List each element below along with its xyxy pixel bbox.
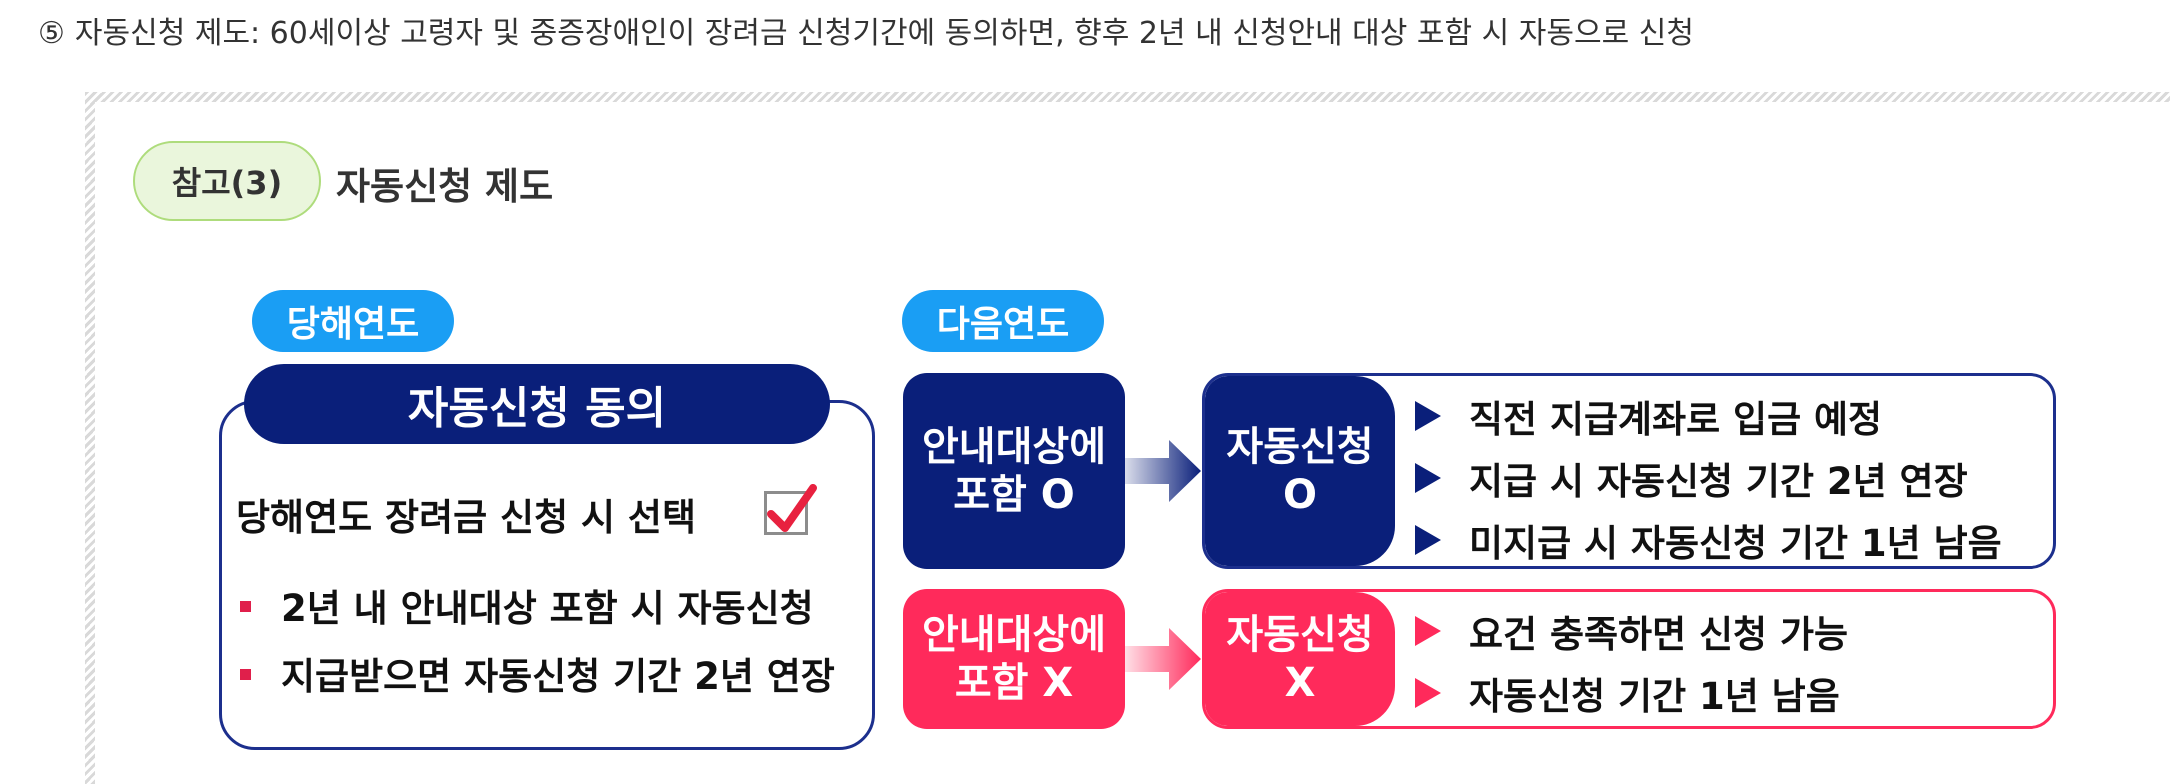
result-item: 직전 지급계좌로 입금 예정 — [1415, 389, 1882, 443]
consent-header: 자동신청 동의 — [244, 364, 830, 444]
intro-line: ⑤ 자동신청 제도: 60세이상 고령자 및 중증장애인이 장려금 신청기간에 동… — [38, 8, 1694, 52]
checkbox-checked-icon — [764, 484, 817, 535]
select-text: 당해연도 장려금 신청 시 선택 — [236, 496, 697, 539]
result-item: 요건 충족하면 신청 가능 — [1415, 604, 1848, 658]
triangle-right-icon — [1415, 678, 1441, 708]
bullet-square-icon — [240, 669, 251, 680]
result-item: 미지급 시 자동신청 기간 1년 남음 — [1415, 513, 2002, 566]
check-mark-icon — [767, 484, 817, 532]
arrow-right-icon — [1125, 440, 1201, 502]
circled-number: ⑤ — [38, 16, 65, 51]
arrow-right-icon — [1125, 628, 1201, 690]
triangle-right-icon — [1415, 463, 1441, 493]
consent-box — [219, 400, 875, 750]
triangle-right-icon — [1415, 525, 1441, 555]
consent-bullet: 지급받으면 자동신청 기간 2년 연장 — [240, 646, 835, 700]
next-year-label: 다음연도 — [902, 290, 1104, 352]
consent-bullet: 2년 내 안내대상 포함 시 자동신청 — [240, 578, 814, 632]
intro-text: 자동신청 제도: 60세이상 고령자 및 중증장애인이 장려금 신청기간에 동의… — [74, 16, 1694, 51]
reference-badge: 참고(3) — [133, 141, 321, 221]
triangle-right-icon — [1415, 616, 1441, 646]
triangle-right-icon — [1415, 401, 1441, 431]
current-year-label: 당해연도 — [252, 290, 454, 352]
bullet-square-icon — [240, 601, 251, 612]
reference-title: 자동신청 제도 — [336, 165, 554, 208]
result-item: 지급 시 자동신청 기간 2년 연장 — [1415, 451, 1968, 505]
result-item: 자동신청 기간 1년 남음 — [1415, 666, 1840, 720]
